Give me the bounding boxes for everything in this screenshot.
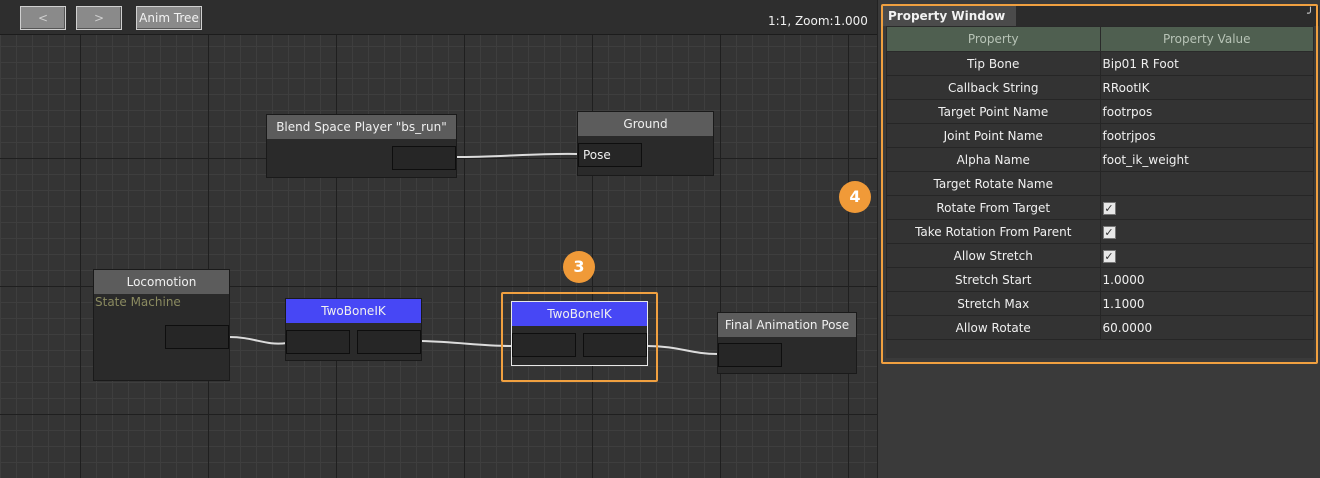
- input-pin[interactable]: [286, 330, 350, 354]
- checkbox[interactable]: ✓: [1102, 225, 1116, 239]
- node-blend-space-player[interactable]: Blend Space Player "bs_run": [266, 114, 457, 178]
- property-window-panel: Property Window ╯ Property Property Valu…: [877, 0, 1320, 478]
- property-name: Allow Stretch: [886, 243, 1101, 268]
- property-row[interactable]: Allow Stretch✓: [886, 243, 1314, 268]
- anim-graph-canvas[interactable]: < > Anim Tree 1:1, Zoom:1.000 Blend Spac…: [0, 0, 877, 478]
- wire-blend-to-ground: [455, 152, 579, 158]
- pin-icon[interactable]: ╯: [1307, 7, 1314, 20]
- pose-input-pin[interactable]: [718, 343, 782, 367]
- node-locomotion[interactable]: Locomotion State Machine: [93, 269, 230, 381]
- property-name: Callback String: [886, 75, 1101, 100]
- node-title: Blend Space Player "bs_run": [267, 115, 456, 139]
- property-name: Target Point Name: [886, 99, 1101, 124]
- node-final-animation-pose[interactable]: Final Animation Pose: [717, 312, 857, 374]
- callout-badge-4: 4: [839, 181, 871, 213]
- checkbox[interactable]: ✓: [1102, 249, 1116, 263]
- node-twoboneik-1[interactable]: TwoBoneIK: [285, 298, 422, 361]
- property-value[interactable]: 1.1000: [1099, 291, 1314, 316]
- connection-wires: [228, 152, 719, 355]
- back-button[interactable]: <: [20, 6, 66, 30]
- zoom-readout: 1:1, Zoom:1.000: [768, 14, 868, 28]
- output-pin[interactable]: [392, 146, 456, 170]
- property-name: Target Rotate Name: [886, 171, 1101, 196]
- node-twoboneik-2[interactable]: TwoBoneIK: [511, 301, 648, 366]
- output-pin[interactable]: [165, 325, 229, 349]
- property-name: Alpha Name: [886, 147, 1101, 172]
- input-pin[interactable]: [512, 333, 576, 357]
- node-subtitle: State Machine: [95, 295, 181, 309]
- forward-button[interactable]: >: [76, 6, 122, 30]
- node-title: TwoBoneIK: [286, 299, 421, 323]
- callout-badge-3: 3: [563, 251, 595, 283]
- callout-box-panel: [881, 4, 1318, 364]
- output-pin[interactable]: [583, 333, 647, 357]
- output-pin[interactable]: [357, 330, 421, 354]
- wire-locomotion-to-ik1: [228, 336, 288, 345]
- property-value[interactable]: 1.0000: [1099, 267, 1314, 292]
- node-title: Final Animation Pose: [718, 313, 856, 337]
- property-row[interactable]: Rotate From Target✓: [886, 195, 1314, 220]
- node-ground[interactable]: Ground Pose: [577, 111, 714, 176]
- graph-toolbar: < > Anim Tree 1:1, Zoom:1.000: [0, 0, 877, 35]
- checkbox[interactable]: ✓: [1102, 201, 1116, 215]
- wire-ik1-to-ik2: [420, 340, 513, 347]
- callout-box-node: [501, 292, 658, 382]
- property-value[interactable]: Bip01 R Foot: [1099, 51, 1314, 76]
- property-name: Rotate From Target: [886, 195, 1101, 220]
- column-header-value[interactable]: Property Value: [1099, 26, 1314, 52]
- node-title: TwoBoneIK: [512, 302, 647, 326]
- property-value[interactable]: 60.0000: [1099, 315, 1314, 340]
- property-window-tab[interactable]: Property Window: [882, 6, 1016, 26]
- property-window-titlebar: Property Window ╯: [882, 6, 1319, 26]
- pose-input-pin[interactable]: Pose: [578, 143, 642, 167]
- node-title: Locomotion: [94, 270, 229, 294]
- property-name: Allow Rotate: [886, 315, 1101, 340]
- anim-tree-breadcrumb-button[interactable]: Anim Tree: [136, 6, 202, 30]
- node-title: Ground: [578, 112, 713, 136]
- column-header-property[interactable]: Property: [886, 26, 1101, 52]
- property-value-checkbox-cell: ✓: [1099, 195, 1314, 220]
- property-row[interactable]: Target Rotate Name: [886, 171, 1314, 196]
